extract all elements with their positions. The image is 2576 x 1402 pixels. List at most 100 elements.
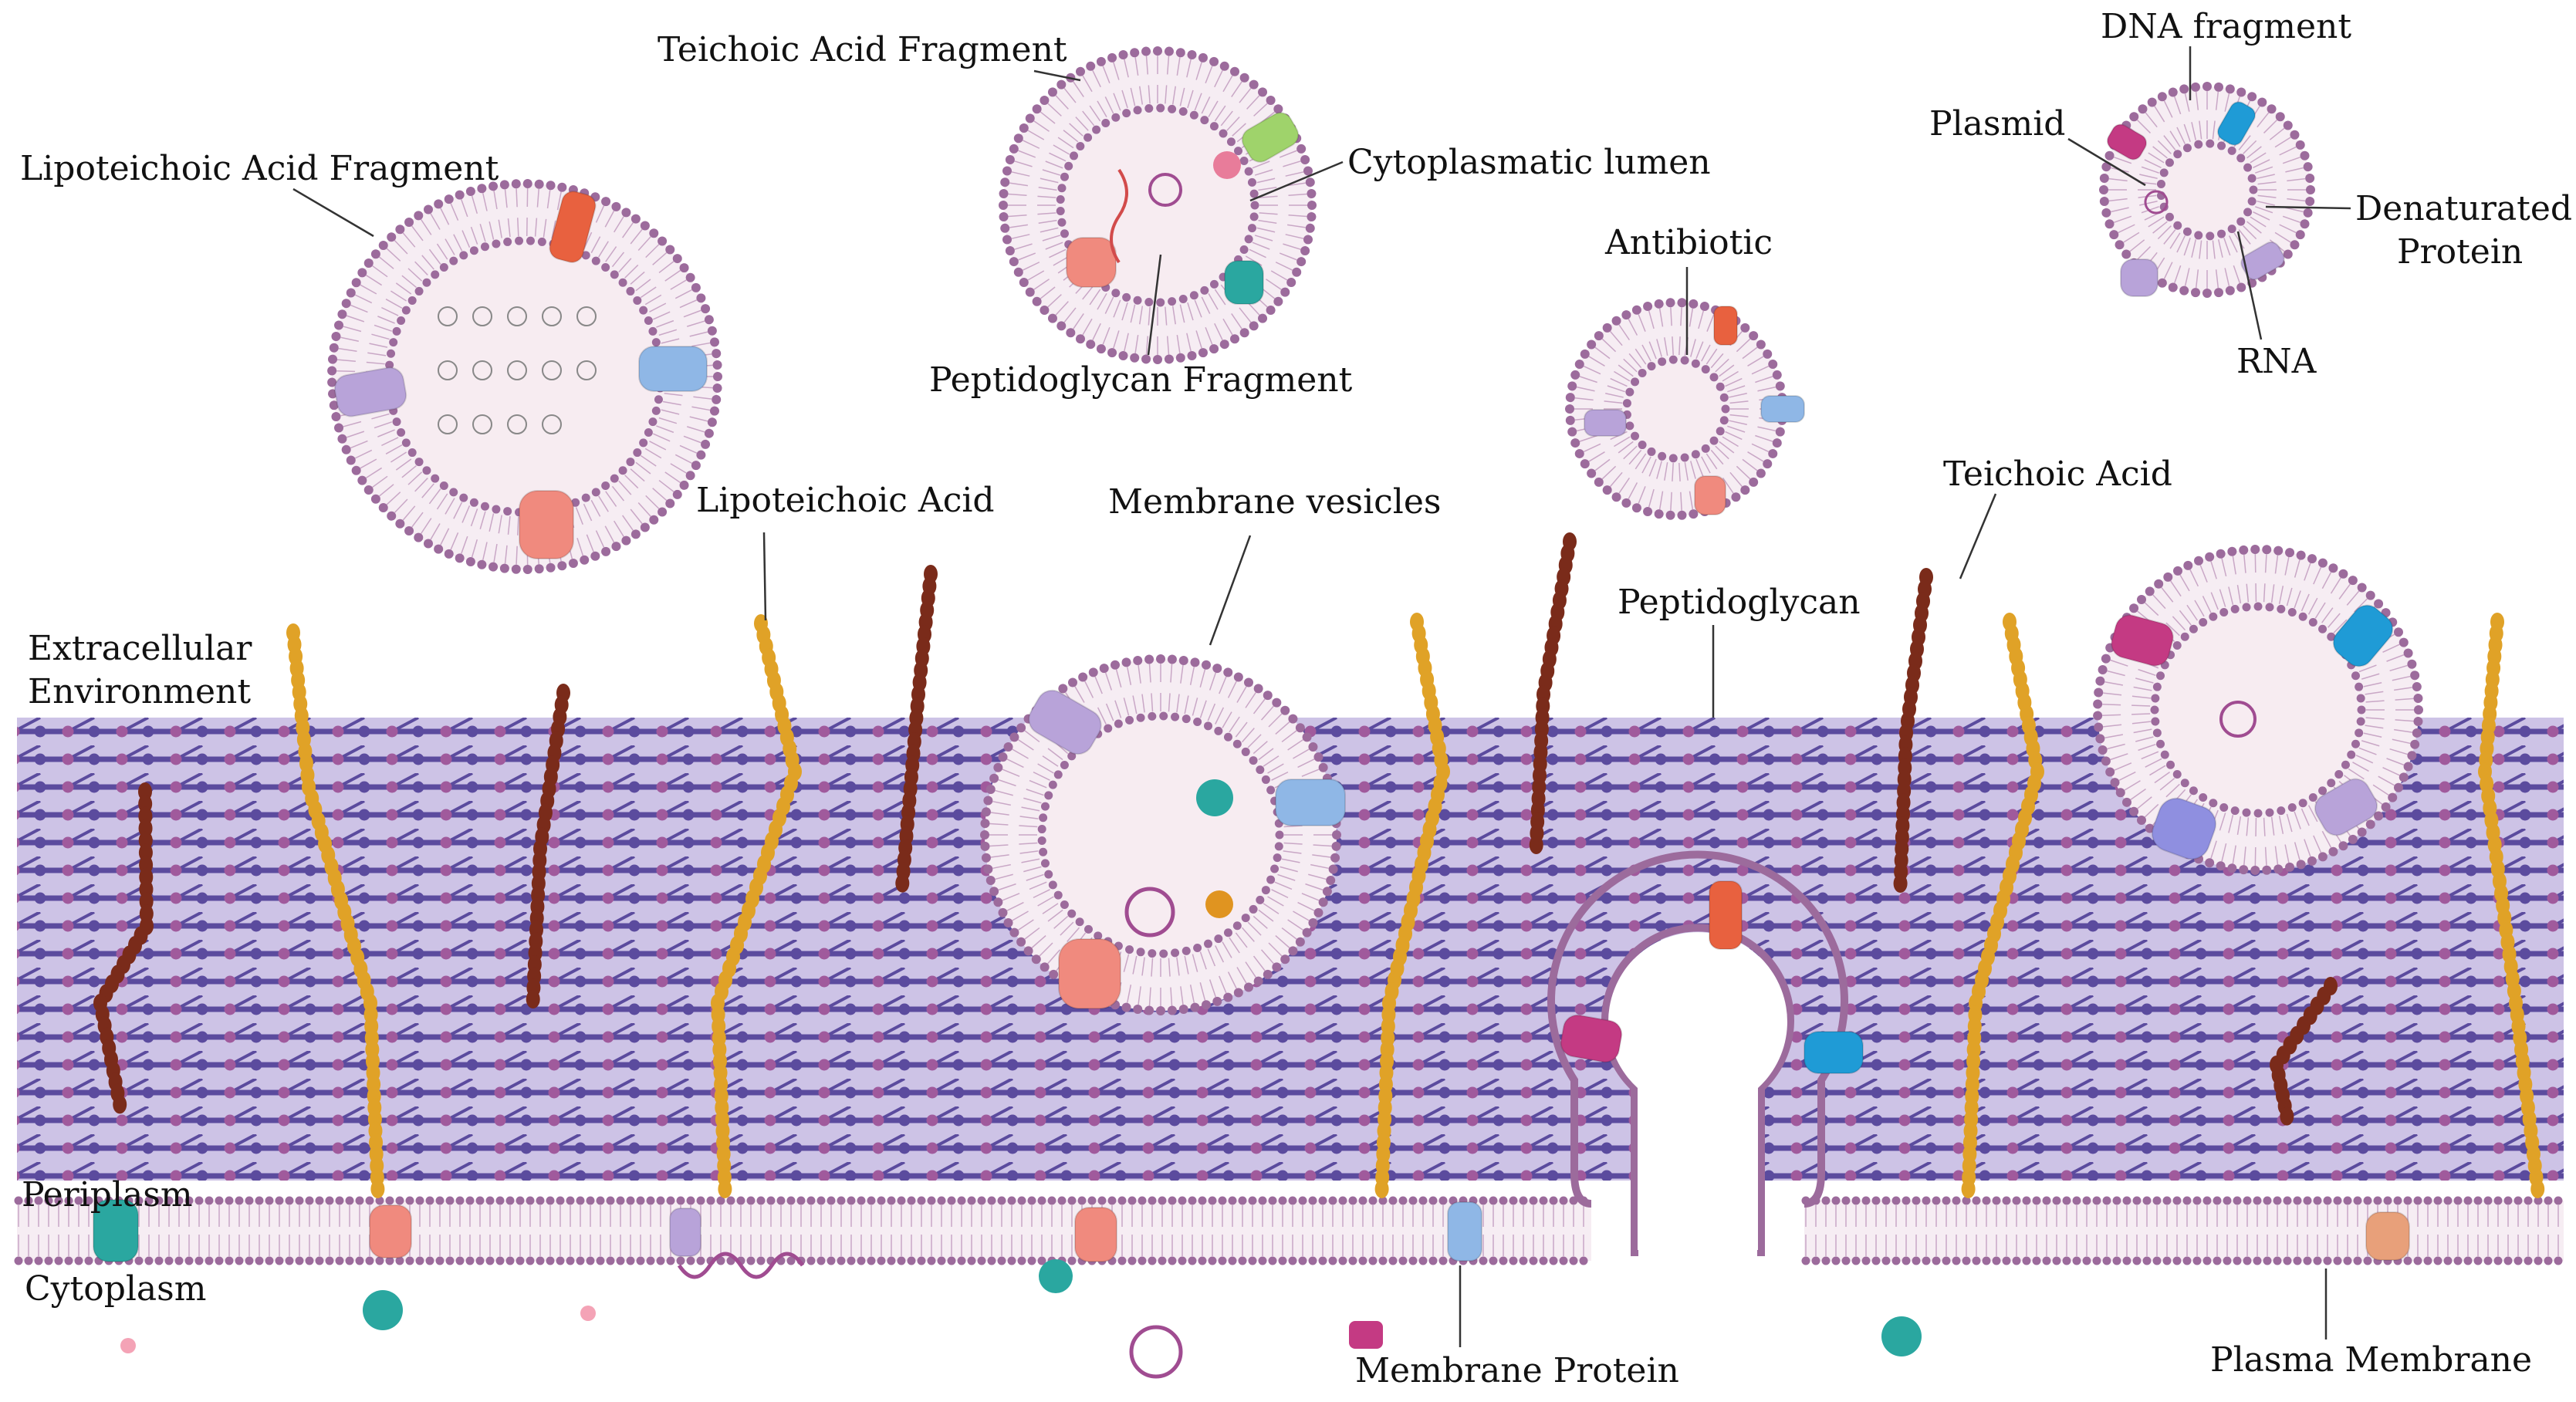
label-lipoteichoic-acid-fragment: Lipoteichoic Acid Fragment (20, 149, 499, 188)
label-denatured-protein-2: Protein (2397, 232, 2524, 272)
plasmid-icon (1129, 1325, 1183, 1379)
membrane-protein (1275, 779, 1346, 826)
membrane-protein (549, 191, 597, 263)
protein-blob (363, 1290, 403, 1330)
annotation-arrow (2265, 205, 2351, 210)
annotation-arrow (2067, 137, 2146, 187)
vesicle-lipoteichoic (327, 179, 722, 574)
protein-blob (1039, 1259, 1073, 1293)
membrane-protein (2314, 778, 2378, 836)
vesicle-right (2093, 545, 2423, 875)
label-rna: RNA (2236, 342, 2317, 381)
membrane-protein (369, 1204, 412, 1258)
teichoic-chain (1893, 568, 1933, 893)
lipoteichoic-chain (711, 614, 802, 1198)
antibiotic-molecule (438, 360, 458, 380)
antibiotic-molecule (507, 360, 527, 380)
membrane-protein (638, 346, 708, 392)
label-extracellular-1: Extracellular (28, 629, 252, 668)
membrane-protein (1066, 237, 1117, 288)
antibiotic-molecule (438, 414, 458, 434)
vesicle-teichoic (999, 46, 1317, 364)
antibiotic-molecule (507, 306, 527, 326)
protein-blob (580, 1306, 596, 1321)
vesicle-antibiotic (1565, 298, 1805, 520)
membrane-protein (2151, 797, 2217, 860)
membrane-protein (2106, 123, 2148, 160)
membrane-protein (2332, 604, 2394, 667)
plasma-membrane-left (17, 1201, 1591, 1261)
rna-strand (677, 1252, 805, 1279)
label-membrane-protein: Membrane Protein (1355, 1351, 1679, 1390)
lipoteichoic-chain (286, 623, 385, 1198)
lipoteichoic-chain (1374, 613, 1450, 1198)
protein-blob (1213, 151, 1241, 179)
annotation-arrow (292, 187, 374, 238)
label-membrane-vesicles: Membrane vesicles (1108, 482, 1442, 522)
label-teichoic-acid-fragment: Teichoic Acid Fragment (658, 30, 1067, 69)
antibiotic-molecule (472, 360, 492, 380)
budding-vesicle (1547, 850, 1864, 1256)
membrane-protein (333, 367, 407, 417)
membrane-protein (1709, 880, 1743, 950)
annotation-arrow (1959, 493, 1997, 579)
label-cytoplasm: Cytoplasm (25, 1269, 207, 1309)
annotation-arrow (762, 532, 767, 621)
protein-blob (1881, 1316, 1922, 1356)
membrane-protein (1447, 1201, 1482, 1262)
label-peptidoglycan: Peptidoglycan (1618, 583, 1861, 622)
plasmid-icon (2144, 190, 2169, 215)
membrane-protein (1584, 409, 1627, 437)
plasma-membrane-right (1804, 1201, 2564, 1261)
annotation-arrow (1209, 535, 1252, 646)
teichoic-chain (93, 782, 154, 1114)
bud-lumen (1608, 932, 1788, 1250)
membrane-protein (2111, 614, 2174, 667)
teichoic-acid-chains (93, 532, 2545, 1198)
membrane-protein (519, 490, 574, 559)
membrane-protein (1804, 1031, 1864, 1074)
antibiotic-molecule (472, 414, 492, 434)
membrane-protein (2216, 101, 2257, 146)
protein-blob (1196, 779, 1233, 816)
dna-icon (1110, 168, 1128, 264)
annotation-arrow (1249, 160, 1344, 202)
membrane-protein (1713, 306, 1738, 346)
teichoic-chain (1529, 532, 1577, 854)
membrane-protein (1560, 1014, 1623, 1063)
antibiotic-molecule (542, 414, 562, 434)
vesicle-membrane (980, 654, 1346, 1015)
antibiotic-molecule (542, 360, 562, 380)
plasmid-icon (1124, 887, 1175, 937)
membrane-protein (1224, 260, 1264, 305)
protein-blob (1349, 1321, 1383, 1349)
annotation-arrow (1147, 254, 1162, 356)
membrane-protein (1058, 938, 1121, 1009)
protein-blob (120, 1338, 136, 1353)
label-extracellular-2: Environment (28, 672, 252, 711)
plasmid-icon (1148, 173, 1182, 207)
membrane-protein (1694, 475, 1726, 515)
membrane-protein (2365, 1211, 2410, 1261)
label-plasmid: Plasmid (1929, 104, 2066, 144)
plasmid-icon (2219, 701, 2257, 738)
annotation-arrow (2236, 231, 2263, 340)
antibiotic-molecule (576, 360, 597, 380)
label-cytoplasmatic-lumen: Cytoplasmatic lumen (1347, 143, 1711, 182)
antibiotic-molecule (507, 414, 527, 434)
label-plasma-membrane: Plasma Membrane (2210, 1340, 2533, 1380)
protein-blob (1205, 890, 1233, 918)
label-lipoteichoic-acid: Lipoteichoic Acid (696, 481, 995, 520)
teichoic-chain (526, 684, 570, 1008)
membrane-protein (1760, 395, 1805, 423)
antibiotic-molecule (542, 306, 562, 326)
vesicle-nucleic-acid (2099, 82, 2315, 298)
membrane-protein (2240, 241, 2285, 281)
membrane-protein (1074, 1207, 1117, 1262)
lipoteichoic-chain (2478, 613, 2545, 1198)
antibiotic-molecule (438, 306, 458, 326)
membrane-protein (2120, 258, 2158, 297)
membrane-protein (1028, 689, 1102, 755)
antibiotic-molecule (576, 306, 597, 326)
